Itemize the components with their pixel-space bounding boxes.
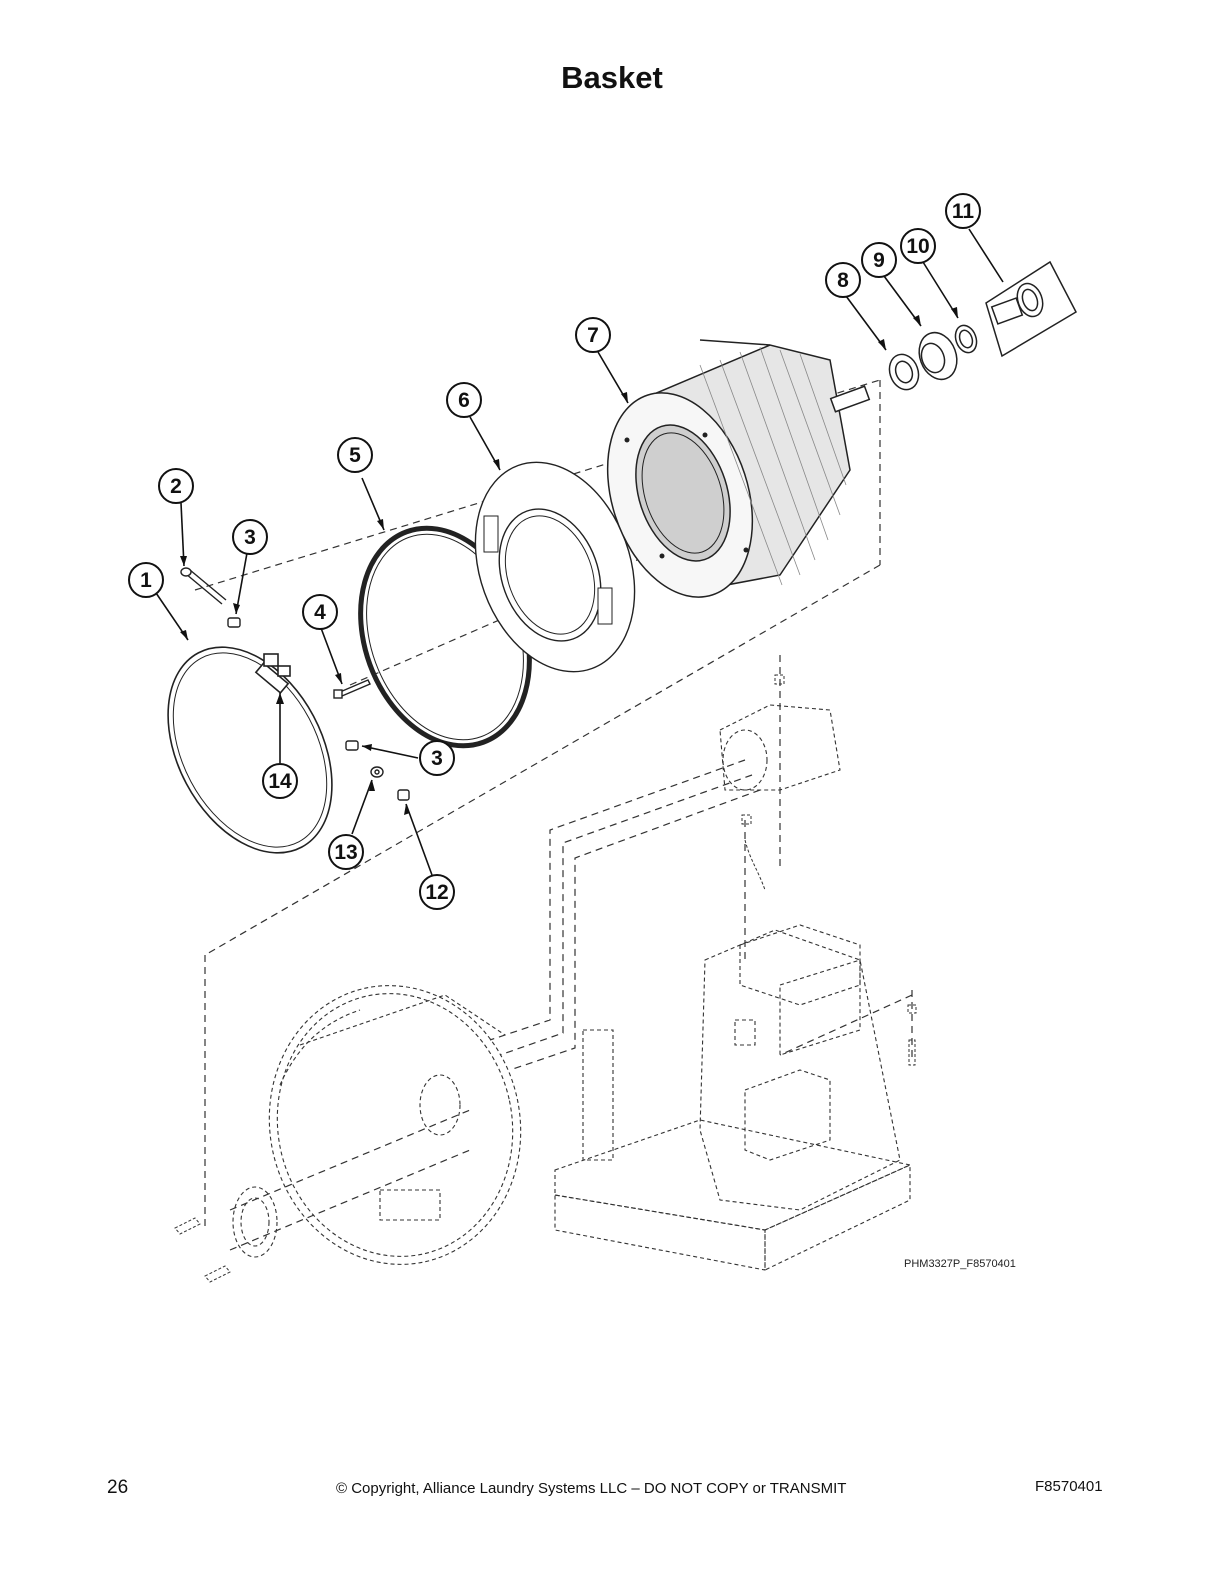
callout-arrowheads [180,307,958,815]
svg-text:3: 3 [244,526,256,549]
callout-5: 5 [337,437,373,473]
svg-text:12: 12 [425,881,448,904]
callout-9: 9 [861,242,897,278]
callout-3-lower: 3 [419,740,455,776]
figure-id: PHM3327P_F8570401 [904,1258,1016,1270]
callout-7: 7 [575,317,611,353]
svg-text:5: 5 [349,444,361,467]
callout-8: 8 [825,262,861,298]
footer-page-number: 26 [107,1477,129,1498]
callout-3-upper: 3 [232,519,268,555]
frame-pedestal-outline [554,704,912,1271]
callout-12: 12 [419,874,455,910]
svg-text:10: 10 [906,235,929,258]
callout-4: 4 [302,594,338,630]
svg-text:3: 3 [431,747,443,770]
seal-part-8 [888,353,920,391]
callout-1: 1 [128,562,164,598]
callout-11: 11 [945,193,981,229]
svg-text:1: 1 [140,569,152,592]
ring-part-10 [954,324,978,354]
basket-drum-part-7 [606,339,871,598]
callout-10: 10 [900,228,936,264]
sleeve-kit-part-11 [985,260,1077,358]
svg-text:7: 7 [587,324,599,347]
footer-doc-number: F8570401 [1035,1478,1103,1495]
svg-text:4: 4 [314,601,326,624]
callout-6: 6 [446,382,482,418]
bearing-part-9 [918,331,958,381]
mounting-hardware-outline [174,674,917,1283]
footer-copyright: © Copyright, Alliance Laundry Systems LL… [336,1480,847,1497]
tub-housing-outline [232,985,522,1265]
washer-part-13 [370,766,384,778]
svg-text:13: 13 [334,841,357,864]
clamp-ring-part [167,646,333,854]
callout-13: 13 [328,834,364,870]
page-title: Basket [561,60,663,95]
bolt-part-4 [333,679,371,699]
svg-text:8: 8 [837,269,849,292]
svg-text:2: 2 [170,475,182,498]
svg-text:9: 9 [873,249,885,272]
bolt-part-2 [180,567,227,605]
svg-text:6: 6 [458,389,470,412]
svg-text:14: 14 [268,770,292,793]
nut-part-3 [227,617,359,751]
front-panel-part-6 [474,461,636,673]
nut-part-12 [397,789,410,801]
drum-perforation-texture [699,346,847,586]
callout-2: 2 [158,468,194,504]
svg-text:11: 11 [952,200,975,223]
callout-14: 14 [262,763,298,799]
